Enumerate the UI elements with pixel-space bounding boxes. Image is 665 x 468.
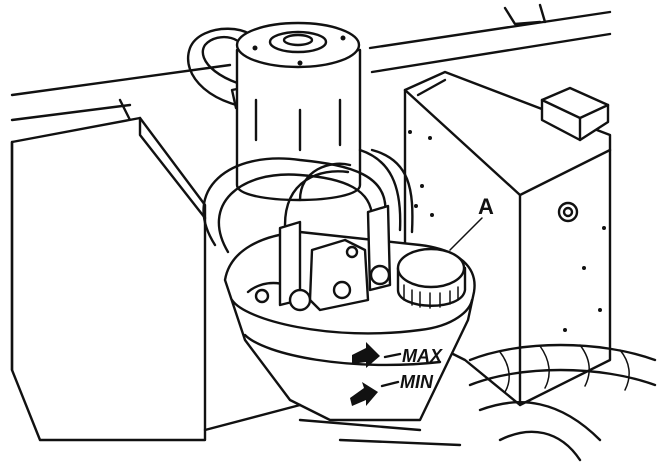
pump-motor	[235, 21, 362, 202]
callout-a: A	[449, 194, 494, 251]
max-arrow-icon	[352, 342, 380, 368]
callout-leader-line	[449, 217, 483, 251]
reservoir-filler-cap	[396, 247, 467, 309]
min-arrow-icon	[350, 382, 378, 406]
left-frame-block	[10, 116, 207, 442]
hydraulic-pipes	[202, 148, 414, 254]
floor-lines	[203, 403, 462, 447]
ribbed-hose	[468, 343, 657, 462]
pump-fittings	[278, 204, 392, 312]
max-level-label: MAX	[402, 346, 443, 366]
min-level-label: MIN	[400, 372, 434, 392]
callout-label: A	[478, 194, 494, 219]
frame-lines	[10, 3, 612, 132]
level-markers: MAX MIN	[350, 342, 443, 406]
